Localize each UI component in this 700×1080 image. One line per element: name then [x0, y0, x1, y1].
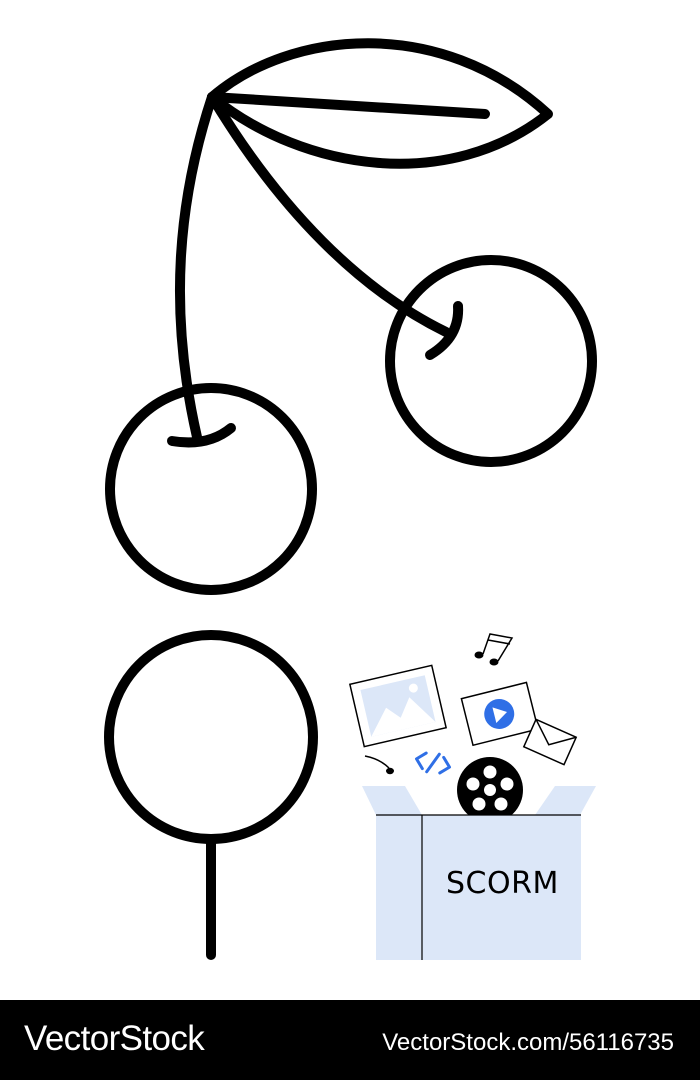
- play-video-icon: [460, 681, 539, 747]
- footer-bar: VectorStock VectorStock.com/56116735: [0, 1000, 700, 1080]
- leaf-icon: [207, 38, 553, 169]
- illustration: SCORM: [104, 38, 597, 960]
- image-icon: [348, 664, 448, 748]
- image-reference: VectorStock.com/56116735: [382, 1029, 674, 1056]
- brand-logo: VectorStock: [24, 1019, 205, 1058]
- open-box-icon: SCORM: [376, 814, 581, 960]
- cherry-icon: [105, 383, 317, 595]
- envelope-icon: [522, 718, 578, 766]
- box-label: SCORM: [446, 866, 559, 901]
- lollipop-icon: [104, 630, 318, 960]
- code-icon: [415, 751, 451, 775]
- music-note-icon: [364, 755, 394, 775]
- music-note-icon: [474, 633, 514, 666]
- cherry-icon: [385, 255, 597, 467]
- box-flaps: [362, 786, 596, 815]
- film-reel-icon: [457, 757, 523, 823]
